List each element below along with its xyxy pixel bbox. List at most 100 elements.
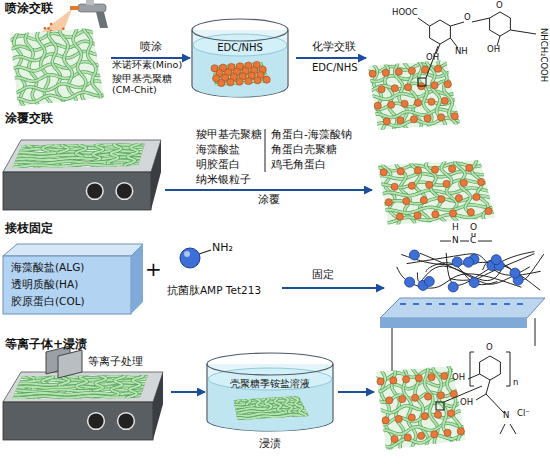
chemical-bond xyxy=(535,318,536,346)
arrow-label: 喷涂 xyxy=(140,39,162,54)
chemical-structure xyxy=(468,352,516,434)
particle xyxy=(399,395,406,402)
particle xyxy=(414,212,421,219)
particle xyxy=(485,207,492,214)
particle xyxy=(447,410,454,417)
chemical-group: OH xyxy=(460,398,473,408)
particle xyxy=(434,411,441,418)
fiber-mesh xyxy=(0,141,157,170)
repeat-bracket xyxy=(470,352,474,386)
solution-dish: 壳聚糖季铵盐溶液 xyxy=(205,352,335,432)
material-name: 鸡毛角蛋白 xyxy=(271,158,326,170)
particle xyxy=(457,428,464,435)
device-front xyxy=(3,172,151,210)
chemical-bond xyxy=(486,380,490,394)
fiber xyxy=(83,21,101,105)
process-arrow xyxy=(296,57,366,59)
chemical-bond xyxy=(472,18,490,22)
particle xyxy=(444,81,451,88)
polymer-network xyxy=(397,233,544,292)
substrate-mark xyxy=(413,303,419,305)
particle xyxy=(403,198,410,205)
chemical-atom: O xyxy=(464,13,471,23)
chemical-bond xyxy=(500,424,505,434)
chemical-group: HOOC xyxy=(392,8,418,18)
particle xyxy=(412,394,419,401)
control-knob xyxy=(118,413,135,430)
particle xyxy=(478,178,485,185)
chemical-bond xyxy=(486,394,504,413)
drug-name: 米诺环素(Mino) xyxy=(112,60,182,71)
particle xyxy=(438,114,445,121)
fiber xyxy=(9,91,112,103)
dish-rim xyxy=(192,19,288,41)
chemical-bond xyxy=(440,241,451,242)
device-side xyxy=(151,140,161,210)
chemical-group: OH xyxy=(426,53,439,63)
fiber-mesh xyxy=(207,60,274,87)
dish-wall xyxy=(207,364,333,431)
ball-highlight xyxy=(184,251,190,257)
reagent-label: EDC/NHS xyxy=(312,62,358,74)
substrate-mark xyxy=(517,303,523,305)
process-step: 等离子体+浸渍 xyxy=(3,338,171,448)
particle xyxy=(432,211,439,218)
sugar-ring xyxy=(430,20,451,44)
spray-droplet xyxy=(47,27,50,30)
particle xyxy=(408,67,415,74)
peptide-ball xyxy=(510,268,520,278)
chemical-group: NH₂ xyxy=(212,242,233,255)
chemical-bond xyxy=(460,241,469,242)
method-title: 接枝固定 xyxy=(5,222,53,236)
callout-box xyxy=(418,78,426,86)
material-name: 透明质酸(HA) xyxy=(11,278,78,290)
substrate-box: 接枝固定海藻酸盐(ALG)透明质酸(HA)胶原蛋白(COL) xyxy=(3,222,143,318)
particle xyxy=(397,168,404,175)
peptide-ball xyxy=(409,250,419,260)
particle xyxy=(383,118,390,125)
particle xyxy=(390,377,397,384)
fiber-mesh xyxy=(369,359,473,457)
gun-cup xyxy=(86,0,94,5)
material-name: 胶原蛋白(COL) xyxy=(11,295,85,307)
particle xyxy=(391,183,398,190)
particle xyxy=(466,164,473,171)
process-arrow xyxy=(111,58,190,59)
polymer-name: 羧甲基壳聚糖(CM-Chit) xyxy=(112,74,182,96)
particle xyxy=(388,101,395,108)
plus-sign: + xyxy=(145,258,162,281)
particle xyxy=(451,113,458,120)
particle xyxy=(437,392,444,399)
illustration xyxy=(0,0,545,457)
material-name: 角蛋白-海藻酸钠 xyxy=(271,128,352,140)
particle xyxy=(245,77,252,84)
particle xyxy=(408,182,415,189)
chemical-atom: N xyxy=(503,411,509,421)
particle xyxy=(254,77,261,84)
particle xyxy=(431,431,438,438)
substrate-mark xyxy=(400,303,406,305)
fiber-mesh xyxy=(227,394,315,421)
control-knob xyxy=(86,183,103,200)
peptide-ball xyxy=(424,276,434,286)
spray-droplet xyxy=(50,23,53,26)
particle xyxy=(408,414,415,421)
particle xyxy=(434,65,441,72)
particle xyxy=(417,432,424,439)
solution-name: 壳聚糖季铵盐溶液 xyxy=(205,378,335,390)
substrate-mark xyxy=(465,303,471,305)
particle xyxy=(397,117,404,124)
sugar-ring xyxy=(480,356,501,380)
chemical-group: NHCH₂COOH xyxy=(538,28,548,82)
particle xyxy=(443,180,450,187)
process-label: 化学交联 xyxy=(312,40,356,52)
chemical-structure xyxy=(418,12,536,54)
particle xyxy=(449,210,456,217)
arrow-line xyxy=(171,391,205,393)
repeat-index: n xyxy=(513,378,518,388)
particle xyxy=(385,199,392,206)
chemical-group: OH xyxy=(487,45,500,55)
slab-side xyxy=(131,244,143,314)
chemical-atom: O xyxy=(496,1,503,11)
